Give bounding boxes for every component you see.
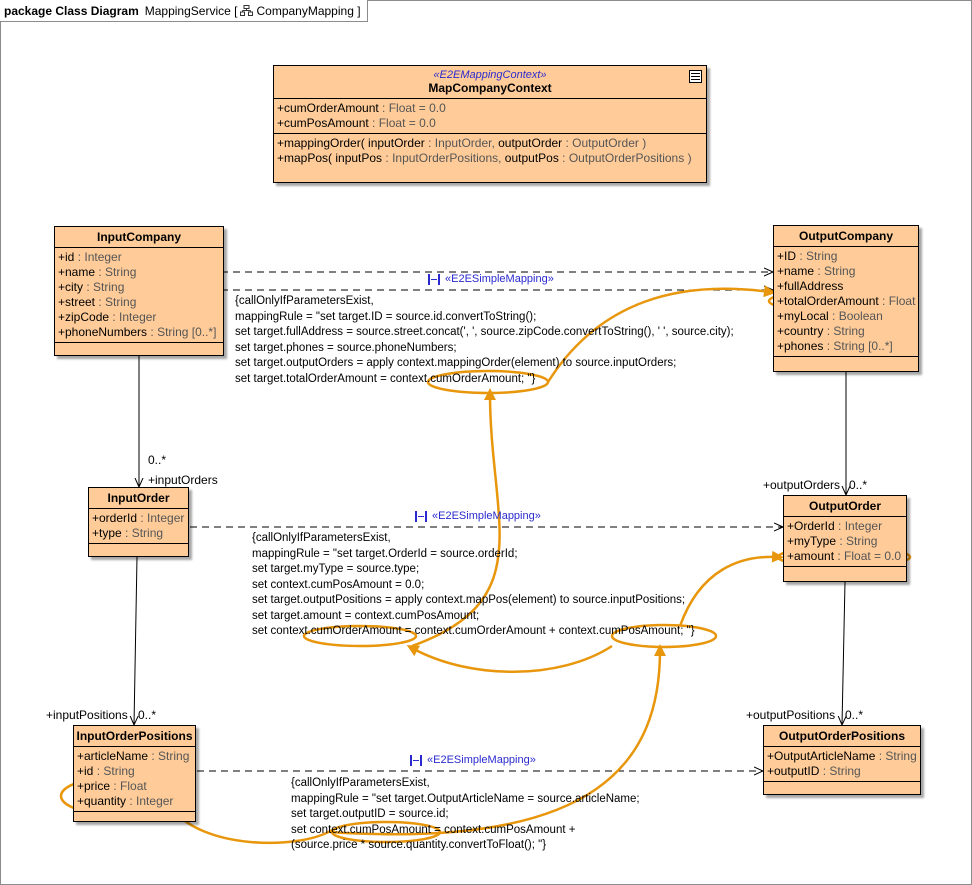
attribute-row[interactable]: +street : String	[58, 295, 137, 309]
mult-input-orders: 0..*	[148, 453, 167, 467]
class-output-order[interactable]: OutputOrder +OrderId : Integer +myType :…	[783, 495, 907, 582]
attribute-compartment: +OrderId : Integer +myType : String +amo…	[784, 517, 906, 567]
flow-arrow-to-amount	[678, 550, 784, 627]
context-icon	[689, 70, 702, 83]
mapping-rule-company: {callOnlyIfParametersExist, mappingRule …	[235, 295, 734, 385]
class-input-order[interactable]: InputOrder +orderId : Integer +type : St…	[88, 487, 189, 557]
mapping-label-order[interactable]: «E2ESimpleMapping»	[415, 510, 541, 522]
bracket-close: ]	[357, 3, 361, 18]
operation-compartment	[774, 357, 918, 369]
attribute-row[interactable]: +country : String	[777, 324, 865, 338]
attribute-row[interactable]: +city : String	[58, 280, 125, 294]
diagram-name: MappingService	[144, 3, 231, 18]
class-input-order-positions[interactable]: InputOrderPositions +articleName : Strin…	[73, 725, 196, 822]
attribute-row[interactable]: +id : Integer	[58, 250, 122, 264]
attribute-row[interactable]: +phones : String [0..*]	[777, 339, 893, 353]
diagram-header-tab[interactable]: package Class Diagram MappingService [ C…	[0, 0, 368, 22]
association-output-positions[interactable]	[842, 581, 845, 725]
role-output-positions: +outputPositions	[746, 708, 836, 722]
attribute-row[interactable]: +price : Float	[77, 779, 147, 793]
attribute-compartment: +articleName : String +id : String +pric…	[74, 747, 195, 812]
class-name: InputCompany	[55, 227, 223, 248]
attribute-compartment: +OutputArticleName : String +outputID : …	[764, 747, 920, 782]
role-input-orders: +inputOrders	[148, 473, 218, 487]
association-input-positions[interactable]	[134, 556, 137, 725]
mapping-icon	[415, 510, 427, 522]
attribute-row[interactable]: +id : String	[77, 764, 135, 778]
class-stereotype: «E2EMappingContext»	[433, 69, 547, 81]
attribute-row[interactable]: +cumPosAmount : Float = 0.0	[277, 116, 436, 130]
operation-row[interactable]: +mappingOrder( inputOrder : InputOrder, …	[277, 136, 647, 150]
operation-compartment: +mappingOrder( inputOrder : InputOrder, …	[274, 134, 706, 168]
class-header: «E2EMappingContext» MapCompanyContext	[274, 66, 706, 99]
class-name: OutputCompany	[774, 226, 918, 247]
mapping-icon	[410, 754, 422, 766]
attribute-row[interactable]: +name : String	[58, 265, 137, 279]
role-input-positions: +inputPositions	[46, 708, 128, 722]
class-output-company[interactable]: OutputCompany +ID : String +name : Strin…	[773, 225, 919, 372]
operation-compartment	[74, 812, 195, 824]
flow-arrow-to-company-cum	[411, 388, 501, 648]
attribute-row[interactable]: +fullAddress	[777, 279, 844, 293]
operation-compartment	[55, 343, 223, 355]
attribute-row[interactable]: +ID : String	[777, 249, 838, 263]
attribute-row[interactable]: +orderId : Integer	[92, 511, 185, 525]
mult-output-orders: 0..*	[849, 478, 868, 492]
mapping-label-positions[interactable]: «E2ESimpleMapping»	[410, 754, 536, 766]
class-output-order-positions[interactable]: OutputOrderPositions +OutputArticleName …	[763, 725, 921, 795]
attribute-compartment: +ID : String +name : String +fullAddress…	[774, 247, 918, 357]
attribute-compartment: +id : Integer +name : String +city : Str…	[55, 248, 223, 343]
flow-arrow-to-total-order	[546, 285, 776, 383]
role-output-orders: +outputOrders	[763, 478, 841, 492]
class-name: InputOrderPositions	[74, 726, 195, 747]
attribute-row[interactable]: +myLocal : Boolean	[777, 309, 883, 323]
flow-arrow-to-order-cum	[406, 644, 613, 673]
attribute-compartment: +orderId : Integer +type : String	[89, 509, 188, 544]
attribute-compartment: +cumOrderAmount : Float = 0.0 +cumPosAmo…	[274, 99, 706, 134]
class-name: OutputOrder	[784, 496, 906, 517]
attribute-row[interactable]: +totalOrderAmount : Float	[777, 294, 916, 308]
attribute-row[interactable]: +articleName : String	[77, 749, 190, 763]
package-name: CompanyMapping	[256, 3, 354, 18]
class-name: OutputOrderPositions	[764, 726, 920, 747]
attribute-row[interactable]: +phoneNumbers : String [0..*]	[58, 325, 217, 339]
attribute-row[interactable]: +type : String	[92, 526, 164, 540]
diagram-kind: package Class Diagram	[4, 3, 139, 18]
mult-input-positions: 0..*	[138, 708, 157, 722]
class-input-company[interactable]: InputCompany +id : Integer +name : Strin…	[54, 226, 224, 356]
attribute-row[interactable]: +quantity : Integer	[77, 794, 174, 808]
attribute-row[interactable]: +outputID : String	[767, 764, 861, 778]
mapping-rule-order: {callOnlyIfParametersExist, mappingRule …	[252, 532, 695, 637]
attribute-row[interactable]: +amount : Float = 0.0	[787, 549, 902, 563]
mapping-label-company[interactable]: «E2ESimpleMapping»	[428, 273, 554, 285]
mult-output-positions: 0..*	[845, 708, 864, 722]
class-name: MapCompanyContext	[428, 81, 552, 95]
flow-arrow-to-order-cum-pos	[329, 644, 666, 836]
highlight-order-cum-order	[302, 624, 418, 648]
package-icon	[240, 5, 254, 16]
class-map-company-context[interactable]: «E2EMappingContext» MapCompanyContext +c…	[273, 65, 707, 183]
attribute-row[interactable]: +myType : String	[787, 534, 878, 548]
attribute-row[interactable]: +zipCode : Integer	[58, 310, 157, 324]
mapping-rule-positions: {callOnlyIfParametersExist, mappingRule …	[291, 777, 640, 851]
operation-compartment	[764, 782, 920, 794]
attribute-row[interactable]: +cumOrderAmount : Float = 0.0	[277, 101, 446, 115]
bracket-open: [	[234, 3, 238, 18]
mapping-icon	[428, 273, 440, 285]
operation-row[interactable]: +mapPos( inputPos : InputOrderPositions,…	[277, 151, 692, 165]
attribute-row[interactable]: +OrderId : Integer	[787, 519, 883, 533]
class-name: InputOrder	[89, 488, 188, 509]
attribute-row[interactable]: +name : String	[777, 264, 856, 278]
operation-compartment	[784, 567, 906, 579]
attribute-row[interactable]: +OutputArticleName : String	[767, 749, 917, 763]
operation-compartment	[89, 544, 188, 556]
